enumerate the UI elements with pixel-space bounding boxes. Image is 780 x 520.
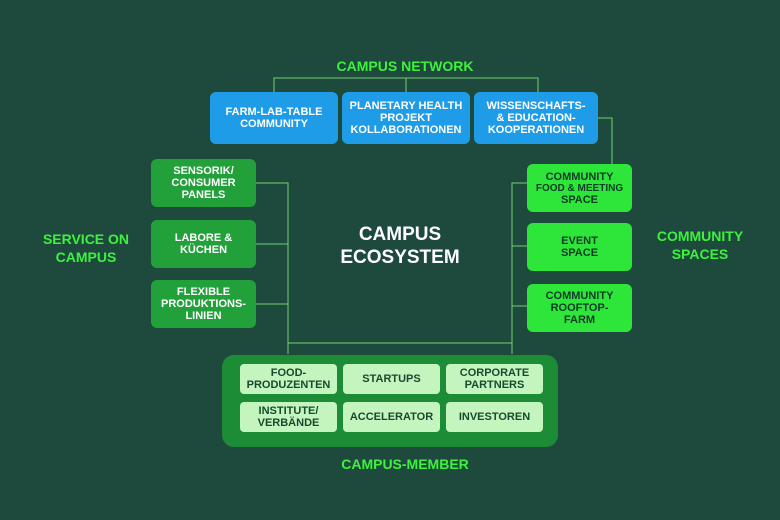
ecosystem-title-line: ECOSYSTEM bbox=[340, 247, 460, 268]
campus-network-label: CAMPUS NETWORK bbox=[336, 58, 474, 74]
space-box-text: COMMUNITY bbox=[545, 290, 614, 302]
network-box-text: COMMUNITY bbox=[240, 118, 308, 130]
space-box-text: EVENT bbox=[561, 235, 598, 247]
network-box-text: KOOPERATIONEN bbox=[487, 124, 585, 136]
network-box-text: KOLLABORATIONEN bbox=[350, 124, 462, 136]
space-box-text: ROOFTOP- bbox=[550, 302, 609, 314]
campus-member-label: CAMPUS-MEMBER bbox=[341, 456, 469, 472]
service-box-flexible: FLEXIBLE PRODUKTIONS- LINIEN bbox=[151, 280, 256, 328]
member-box-text: INSTITUTE/ bbox=[258, 405, 319, 417]
space-box-text: SPACE bbox=[560, 247, 599, 259]
member-box-text: CORPORATE bbox=[459, 367, 530, 379]
service-box-text: CONSUMER bbox=[171, 177, 236, 189]
member-box-text: STARTUPS bbox=[362, 373, 421, 385]
network-box-text: FARM-LAB-TABLE bbox=[225, 106, 323, 118]
service-box-text: PANELS bbox=[181, 189, 226, 201]
member-box-institute: INSTITUTE/ VERBÄNDE bbox=[240, 402, 337, 432]
service-label-line: CAMPUS bbox=[55, 249, 117, 265]
member-box-food-produzenten: FOOD- PRODUZENTEN bbox=[240, 364, 337, 394]
member-box-text: ACCELERATOR bbox=[349, 411, 434, 423]
network-box-text: PLANETARY HEALTH bbox=[349, 100, 463, 112]
service-label-line: SERVICE ON bbox=[42, 231, 130, 247]
network-box-farm-lab-table: FARM-LAB-TABLE COMMUNITY bbox=[210, 92, 338, 144]
network-box-wissenschafts: WISSENSCHAFTS- & EDUCATION- KOOPERATIONE… bbox=[474, 92, 598, 144]
community-label-line: COMMUNITY bbox=[656, 228, 744, 244]
service-box-text: SENSORIK/ bbox=[173, 165, 234, 177]
service-box-labore: LABORE & KÜCHEN bbox=[151, 220, 256, 268]
service-box-text: KÜCHEN bbox=[179, 244, 228, 256]
network-box-text: & EDUCATION- bbox=[496, 112, 576, 124]
service-box-text: LABORE & bbox=[174, 232, 233, 244]
service-box-text: FLEXIBLE bbox=[176, 286, 231, 298]
network-box-text: WISSENSCHAFTS- bbox=[486, 100, 586, 112]
space-box-text: COMMUNITY bbox=[545, 170, 614, 183]
community-label-line: SPACES bbox=[671, 246, 729, 262]
member-box-accelerator: ACCELERATOR bbox=[343, 402, 440, 432]
member-box-investoren: INVESTOREN bbox=[446, 402, 543, 432]
network-box-text: PROJEKT bbox=[380, 112, 432, 124]
member-box-text: PARTNERS bbox=[464, 379, 525, 391]
space-box-text: FARM bbox=[563, 314, 596, 326]
network-box-planetary-health: PLANETARY HEALTH PROJEKT KOLLABORATIONEN bbox=[342, 92, 470, 144]
service-box-sensorik: SENSORIK/ CONSUMER PANELS bbox=[151, 159, 256, 207]
space-box-food-meeting: COMMUNITY FOOD & MEETING SPACE bbox=[527, 164, 632, 212]
member-box-text: INVESTOREN bbox=[458, 411, 531, 423]
space-box-text: FOOD & MEETING bbox=[535, 182, 624, 194]
community-spaces-label: COMMUNITY SPACES bbox=[640, 227, 760, 263]
service-box-text: PRODUKTIONS- bbox=[161, 298, 246, 310]
service-box-text: LINIEN bbox=[185, 310, 222, 322]
member-box-text: VERBÄNDE bbox=[257, 417, 320, 429]
space-box-rooftop-farm: COMMUNITY ROOFTOP- FARM bbox=[527, 284, 632, 332]
member-box-corporate-partners: CORPORATE PARTNERS bbox=[446, 364, 543, 394]
service-on-campus-label: SERVICE ON CAMPUS bbox=[30, 230, 142, 266]
space-box-text: SPACE bbox=[560, 193, 599, 206]
member-box-text: PRODUZENTEN bbox=[246, 379, 331, 391]
member-box-text: FOOD- bbox=[270, 367, 307, 379]
space-box-event: EVENT SPACE bbox=[527, 223, 632, 271]
ecosystem-title-line: CAMPUS bbox=[358, 224, 442, 245]
member-box-startups: STARTUPS bbox=[343, 364, 440, 394]
ecosystem-title: CAMPUS ECOSYSTEM bbox=[305, 223, 495, 269]
